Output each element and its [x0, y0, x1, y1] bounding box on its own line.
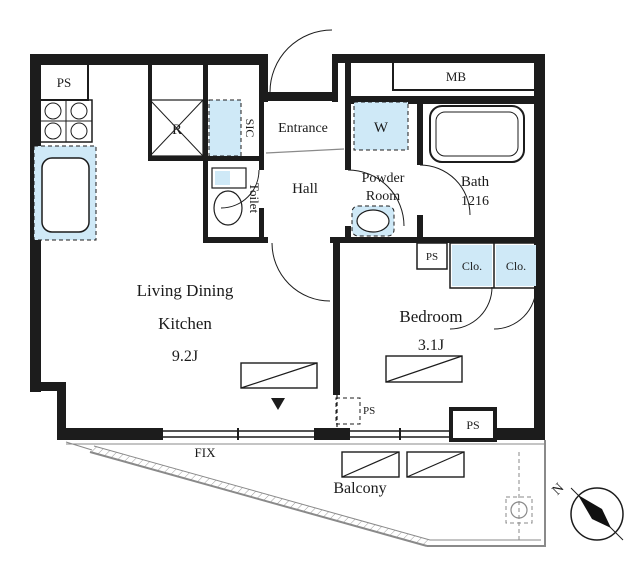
closet-right-door-arc [493, 286, 537, 330]
kitchen-fixtures [33, 99, 97, 241]
door-marker-triangle [271, 398, 285, 410]
bedroom: Bedroom 3.1J [385, 307, 463, 383]
powder-door-arc [347, 169, 405, 227]
drain-icon [510, 501, 528, 519]
closet-left-label: Clo. [462, 259, 482, 273]
ps-inner-box [335, 397, 361, 425]
hall-label: Hall [292, 181, 318, 197]
interior-walls [148, 63, 541, 427]
compass-needle [578, 495, 611, 528]
ps-outer-label: PS [466, 418, 479, 432]
balcony: Balcony [65, 440, 546, 547]
pipe-space-mid: PS [416, 242, 448, 270]
powder-label-1: Powder [362, 171, 405, 186]
toilet-room: Toilet [211, 167, 262, 226]
mb-label: MB [446, 69, 467, 84]
bedroom-label: Bedroom [399, 307, 462, 326]
compass-icon: N [550, 481, 624, 541]
washer-space [354, 102, 408, 150]
refrigerator-space: R [149, 99, 204, 157]
entrance-door-arc [269, 29, 333, 93]
basin-icon [356, 209, 390, 233]
windows: PS PS FIX [163, 397, 497, 460]
fix-label: FIX [195, 445, 217, 460]
north-label: N [550, 481, 568, 499]
entrance-hall: Entrance Hall [265, 29, 345, 302]
genkan-step [265, 148, 345, 154]
ps-mid-label: PS [426, 251, 438, 263]
balcony-railing-band [90, 446, 430, 546]
powder-room: W Powder Room [347, 101, 409, 237]
powder-label-2: Room [366, 189, 400, 204]
ldk-label-2: Kitchen [158, 314, 212, 333]
washer-label: W [374, 120, 389, 136]
bath-label: Bath [461, 174, 490, 190]
ldk-size-label: 9.2J [172, 348, 198, 365]
sic-label: SIC [243, 119, 257, 138]
bathroom: Bath 1216 [419, 105, 525, 216]
closet-left-door-arc [449, 286, 493, 330]
kitchen-sink-icon [41, 157, 90, 233]
hall-door-arc [271, 242, 331, 302]
bath-door-arc [419, 164, 471, 216]
meter-box: MB [392, 63, 534, 91]
shoe-closet: SIC [208, 99, 257, 157]
closets: Clo. Clo. [449, 242, 539, 330]
pipe-space-top: PS [39, 63, 89, 101]
ps-top-label: PS [57, 75, 71, 90]
toilet-label: Toilet [247, 183, 262, 214]
ps-outer-box [449, 407, 497, 442]
ldk-label-1: Living Dining [137, 281, 234, 300]
toilet-bowl-icon [213, 190, 243, 226]
balcony-label: Balcony [333, 480, 386, 497]
ps-inner-label: PS [363, 405, 375, 417]
living-dining-kitchen: Living Dining Kitchen 9.2J [137, 281, 318, 410]
bedroom-size-label: 3.1J [418, 337, 444, 354]
toilet-door-arc [220, 169, 260, 209]
bath-size-label: 1216 [461, 194, 489, 209]
closet-right-label: Clo. [506, 259, 526, 273]
r-label: R [172, 122, 182, 138]
entrance-label: Entrance [278, 121, 328, 136]
